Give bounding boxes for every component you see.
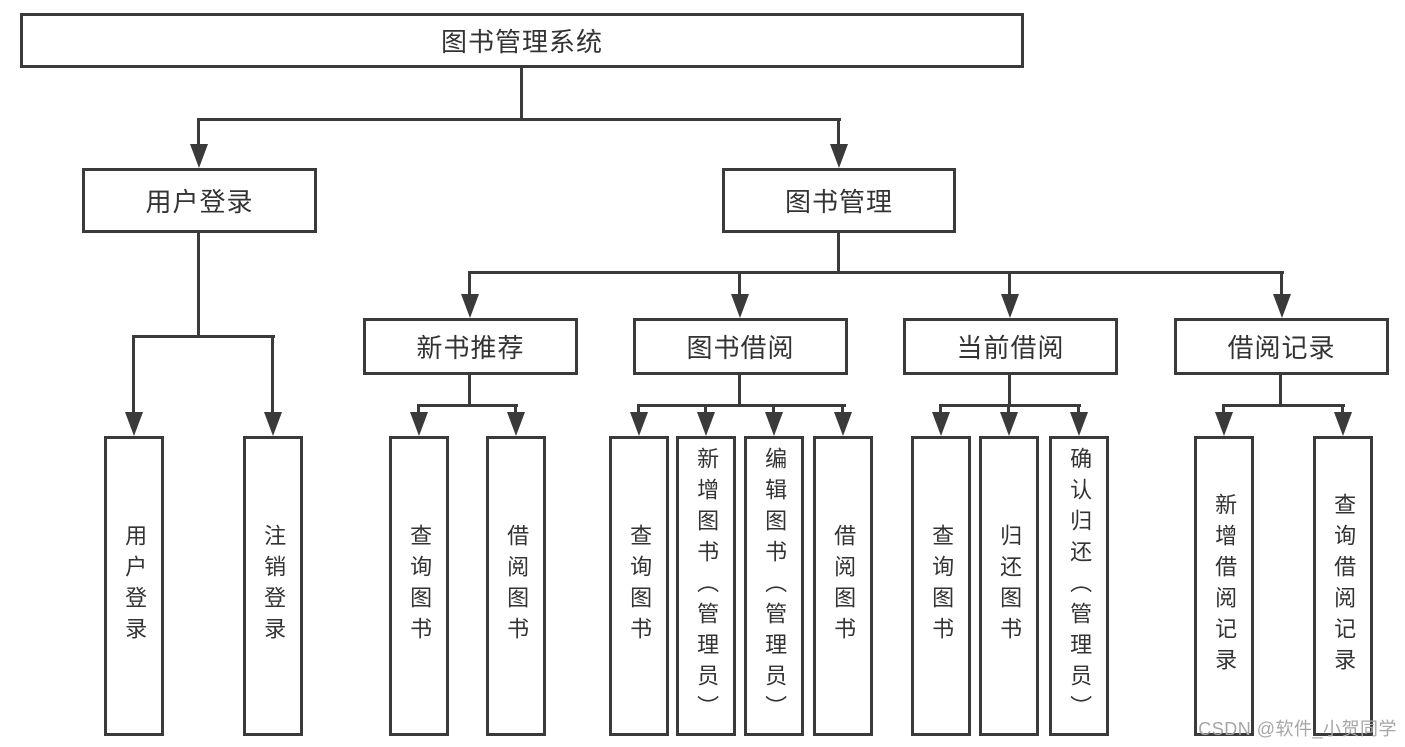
arrow-down-icon (1001, 294, 1019, 318)
leaf-label: 确认归还（管理员） (1067, 446, 1093, 726)
connector-userlogin-horizontal (132, 335, 275, 338)
leaf-label: 新增借阅记录 (1212, 493, 1238, 679)
arrow-down-icon (461, 294, 479, 318)
leaf-label: 借阅图书 (831, 524, 857, 648)
leaf-edit-book-admin: 编辑图书（管理员） (744, 436, 804, 736)
arrow-down-icon (190, 144, 208, 168)
connector-bookmgmt-horizontal (468, 271, 1284, 274)
connector-bookmgmt-vertical (837, 233, 840, 274)
arrow-down-icon (731, 294, 749, 318)
leaf-label: 用户登录 (122, 524, 148, 648)
connector-userlogin-vertical (197, 233, 200, 337)
leaf-borrow-books: 借阅图书 (813, 436, 873, 736)
leaf-label: 查询图书 (407, 524, 433, 648)
arrow-down-icon (1334, 412, 1352, 436)
connector-newbook-horizontal (417, 404, 518, 407)
leaf-label: 查询图书 (627, 524, 653, 648)
connector-stem (637, 405, 640, 417)
leaf-label: 新增图书（管理员） (694, 446, 720, 726)
connector-stem (1077, 405, 1080, 417)
leaf-logout: 注销登录 (243, 436, 303, 736)
node-user-login: 用户登录 (82, 168, 317, 233)
arrow-down-icon (834, 412, 852, 436)
node-label: 图书管理 (784, 187, 893, 217)
leaf-user-login: 用户登录 (104, 436, 164, 736)
connector-stem (271, 336, 274, 418)
connector-root-horizontal (197, 118, 841, 121)
leaf-label: 借阅图书 (504, 524, 530, 648)
leaf-label: 归还图书 (997, 524, 1023, 648)
node-book-borrow: 图书借阅 (633, 318, 848, 375)
connector-stem (1008, 272, 1011, 298)
arrow-down-icon (630, 412, 648, 436)
connector-stem (197, 119, 200, 147)
connector-newbook-vertical (468, 375, 471, 407)
leaf-query-books-current: 查询图书 (911, 436, 971, 736)
arrow-down-icon (932, 412, 950, 436)
leaf-query-borrow-record: 查询借阅记录 (1313, 436, 1373, 736)
arrow-down-icon (410, 412, 428, 436)
arrow-down-icon (1215, 412, 1233, 436)
connector-root-vertical (520, 68, 523, 121)
connector-records-horizontal (1222, 404, 1345, 407)
connector-records-vertical (1279, 375, 1282, 407)
arrow-down-icon (830, 144, 848, 168)
connector-currentborrow-vertical (1008, 375, 1011, 407)
connector-stem (514, 405, 517, 417)
connector-bookborrow-vertical (738, 375, 741, 407)
leaf-add-book-admin: 新增图书（管理员） (676, 436, 736, 736)
connector-stem (1007, 405, 1010, 417)
leaf-query-books-borrow: 查询图书 (609, 436, 669, 736)
node-borrow-records: 借阅记录 (1174, 318, 1389, 375)
connector-stem (939, 405, 942, 417)
arrow-down-icon (697, 412, 715, 436)
leaf-label: 查询借阅记录 (1331, 493, 1357, 679)
connector-currentborrow-horizontal (939, 404, 1081, 407)
leaf-borrow-books-recommend: 借阅图书 (486, 436, 546, 736)
arrow-down-icon (1070, 412, 1088, 436)
leaf-confirm-return-admin: 确认归还（管理员） (1049, 436, 1109, 736)
connector-bookborrow-horizontal (637, 404, 846, 407)
node-label: 当前借阅 (956, 333, 1065, 363)
arrow-down-icon (765, 412, 783, 436)
connector-stem (772, 405, 775, 417)
node-current-borrow: 当前借阅 (903, 318, 1118, 375)
node-book-management: 图书管理 (722, 168, 956, 233)
csdn-watermark: CSDN @软件_小贺同学 (1198, 719, 1397, 739)
node-label: 图书借阅 (686, 333, 795, 363)
leaf-return-books: 归还图书 (979, 436, 1039, 736)
node-label: 图书管理系统 (440, 27, 603, 57)
connector-stem (468, 272, 471, 298)
connector-stem (417, 405, 420, 417)
connector-stem (837, 119, 840, 147)
arrow-down-icon (264, 412, 282, 436)
arrow-down-icon (1273, 294, 1291, 318)
connector-stem (704, 405, 707, 417)
arrow-down-icon (125, 412, 143, 436)
connector-stem (1280, 272, 1283, 298)
leaf-label: 查询图书 (929, 524, 955, 648)
connector-stem (1341, 405, 1344, 417)
node-root-library-system: 图书管理系统 (20, 13, 1024, 68)
leaf-label: 注销登录 (261, 524, 287, 648)
node-new-book-recommend: 新书推荐 (363, 318, 578, 375)
connector-stem (738, 272, 741, 298)
node-label: 用户登录 (145, 187, 254, 217)
connector-stem (841, 405, 844, 417)
arrow-down-icon (1000, 412, 1018, 436)
connector-stem (132, 336, 135, 418)
leaf-query-books-recommend: 查询图书 (389, 436, 449, 736)
node-label: 借阅记录 (1227, 333, 1336, 363)
leaf-add-borrow-record: 新增借阅记录 (1194, 436, 1254, 736)
leaf-label: 编辑图书（管理员） (762, 446, 788, 726)
arrow-down-icon (507, 412, 525, 436)
node-label: 新书推荐 (416, 333, 525, 363)
connector-stem (1222, 405, 1225, 417)
